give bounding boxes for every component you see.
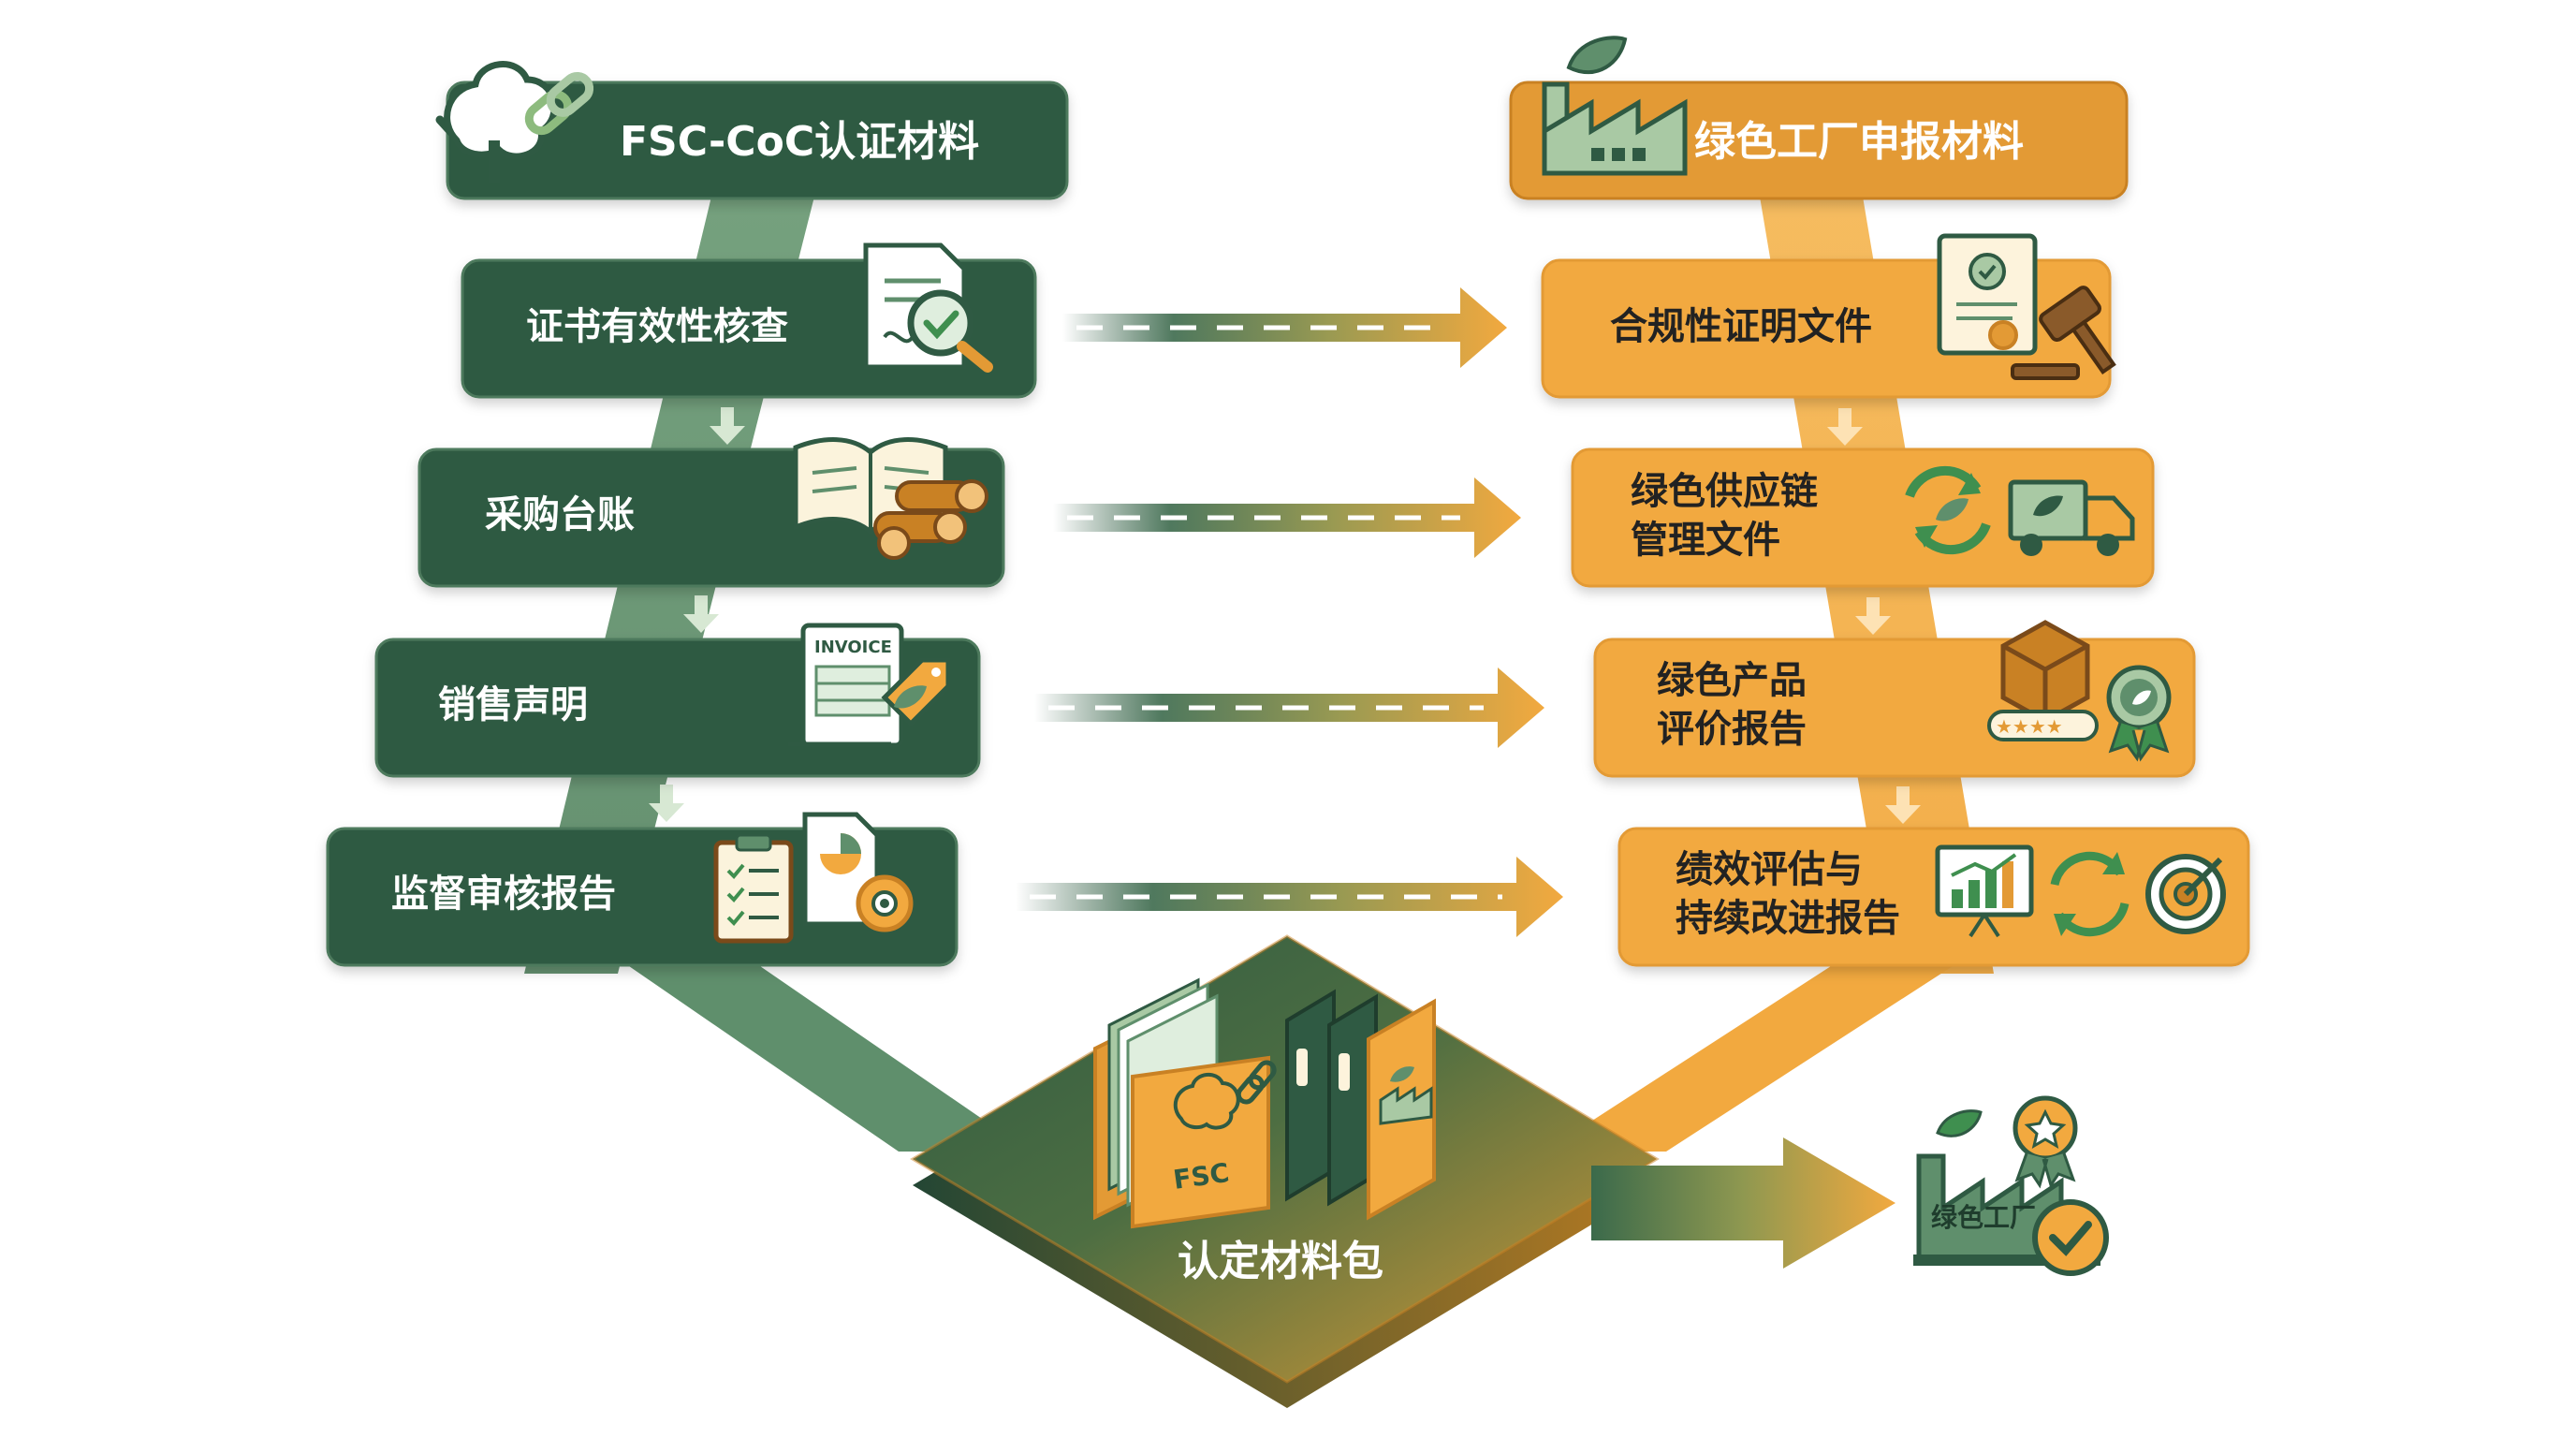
left-item-label: 监督审核报告 — [391, 873, 616, 916]
factory-leaf-icon — [1542, 36, 1688, 176]
right-item-label: 评价报告 — [1657, 708, 1807, 751]
left-item-4 — [326, 827, 959, 967]
flow-arrow-3 — [1034, 668, 1544, 748]
left-item-label: 采购台账 — [485, 493, 635, 536]
folder-fsc-text: FSC — [1171, 1157, 1231, 1196]
right-header-title: 绿色工厂申报材料 — [1694, 118, 2024, 166]
clipboard-chart-gear-icon — [713, 812, 914, 944]
left-item-label: 销售声明 — [438, 683, 588, 726]
right-down-arrows — [1827, 408, 1921, 824]
left-item-label: 证书有效性核查 — [526, 305, 788, 348]
result-arrow — [1591, 1137, 1895, 1269]
left-down-arrows — [649, 407, 745, 822]
stars-glyph: ★★★★ — [1996, 715, 2063, 738]
certificate-gavel-icon — [1937, 233, 2116, 380]
right-item-label: 绿色供应链 — [1631, 470, 1818, 513]
factory-award-check-icon — [1913, 1095, 2109, 1276]
right-item-2 — [1571, 448, 2155, 588]
folders-binders-icon: FSC — [1093, 977, 1436, 1229]
chart-cycle-target-icon — [1935, 844, 2226, 938]
flow-arrow-4 — [1016, 857, 1563, 937]
flow-arrow-1 — [1062, 287, 1507, 368]
left-header — [446, 81, 1069, 200]
center-platform — [910, 934, 1660, 1408]
certificate-magnifier-icon — [863, 242, 993, 373]
left-header-title: FSC-CoC认证材料 — [620, 118, 979, 166]
box-award-stars-icon: ★★★★ — [1987, 620, 2172, 762]
flow-arrow-2 — [1053, 477, 1521, 558]
right-item-label: 绿色产品 — [1657, 659, 1807, 702]
right-item-label: 绩效评估与 — [1676, 848, 1863, 891]
right-item-label: 持续改进报告 — [1676, 897, 1900, 940]
tree-chain-logo-icon — [435, 61, 594, 183]
right-item-label: 管理文件 — [1631, 519, 1780, 562]
ledger-logs-icon — [793, 437, 988, 560]
result-label: 绿色工厂 — [1931, 1202, 2036, 1233]
recycle-truck-icon — [1905, 465, 2135, 556]
center-label: 认定材料包 — [1178, 1238, 1383, 1285]
right-item-label: 合规性证明文件 — [1610, 305, 1872, 348]
invoice-text: INVOICE — [814, 638, 892, 657]
invoice-leaf-tag-icon: INVOICE — [788, 623, 951, 748]
